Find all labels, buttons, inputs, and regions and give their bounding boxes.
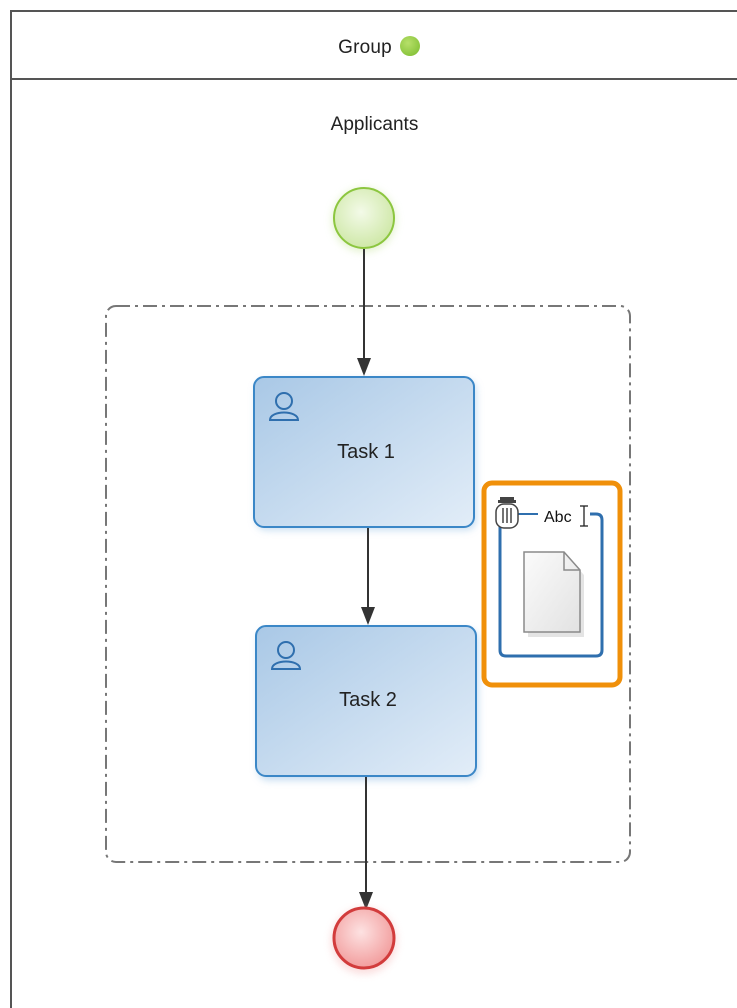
user-icon	[270, 641, 302, 670]
document-icon	[523, 551, 584, 637]
end-event[interactable]	[331, 906, 397, 974]
arrowhead-icon	[361, 607, 375, 625]
pool-title: Group	[12, 36, 737, 59]
status-dot-icon	[399, 36, 420, 56]
arrowhead-icon	[359, 892, 373, 910]
text-cursor-icon	[580, 505, 588, 527]
arrowhead-icon	[357, 358, 371, 376]
trash-icon[interactable]	[495, 497, 519, 529]
pool-title-text: Group	[338, 37, 392, 58]
data-object[interactable]: Abc	[481, 480, 623, 688]
data-object-label[interactable]: Abc	[544, 509, 572, 526]
task-1[interactable]: Task 1	[253, 376, 476, 530]
task-2[interactable]: Task 2	[255, 625, 478, 780]
task-label: Task 2	[339, 689, 397, 711]
lane-label: Applicants	[330, 114, 419, 135]
user-icon	[268, 392, 300, 421]
task-label: Task 1	[337, 441, 395, 463]
pool-header[interactable]: Group	[10, 10, 737, 80]
lane-border	[10, 80, 12, 1008]
group-boundary[interactable]	[105, 305, 631, 863]
start-event[interactable]	[332, 187, 396, 252]
